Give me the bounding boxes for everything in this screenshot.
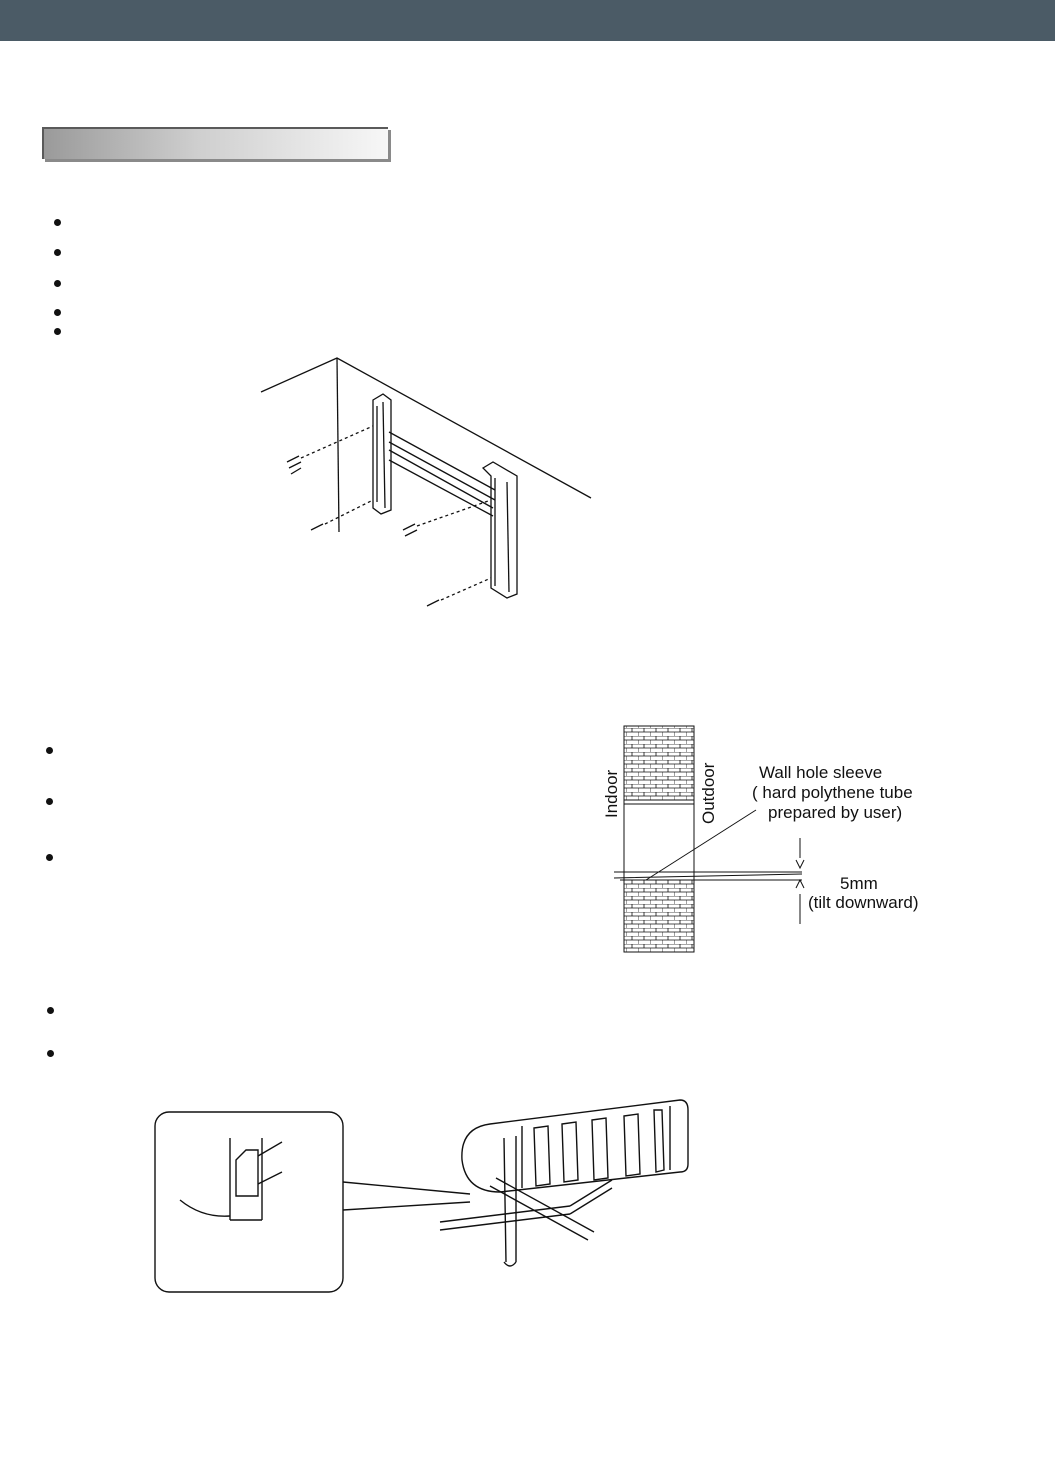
indoor-unit-illustration (154, 1099, 689, 1293)
bullet-marker (47, 1007, 54, 1014)
bullet-marker (46, 798, 53, 805)
bullet-marker (47, 1050, 54, 1057)
label-indoor: Indoor (602, 769, 621, 818)
label-dimension: 5mm (840, 874, 878, 893)
bullet-marker (54, 219, 61, 226)
label-sleeve-line1: Wall hole sleeve (759, 763, 882, 782)
bullet-marker (54, 309, 61, 316)
section-heading-tab (42, 127, 388, 159)
label-outdoor: Outdoor (699, 762, 718, 824)
mounting-plate-illustration (260, 357, 592, 607)
bullet-marker (54, 280, 61, 287)
bullet-marker (46, 854, 53, 861)
label-sleeve-line2: ( hard polythene tube (752, 783, 913, 802)
wall-hole-diagram: Indoor Outdoor Wall hole sleeve ( hard p… (602, 725, 919, 953)
label-tilt: (tilt downward) (808, 893, 919, 912)
label-sleeve-line3: prepared by user) (768, 803, 902, 822)
bullet-marker (46, 747, 53, 754)
bullet-marker (54, 328, 61, 335)
page-header-bar (0, 0, 1055, 41)
bullet-marker (54, 249, 61, 256)
